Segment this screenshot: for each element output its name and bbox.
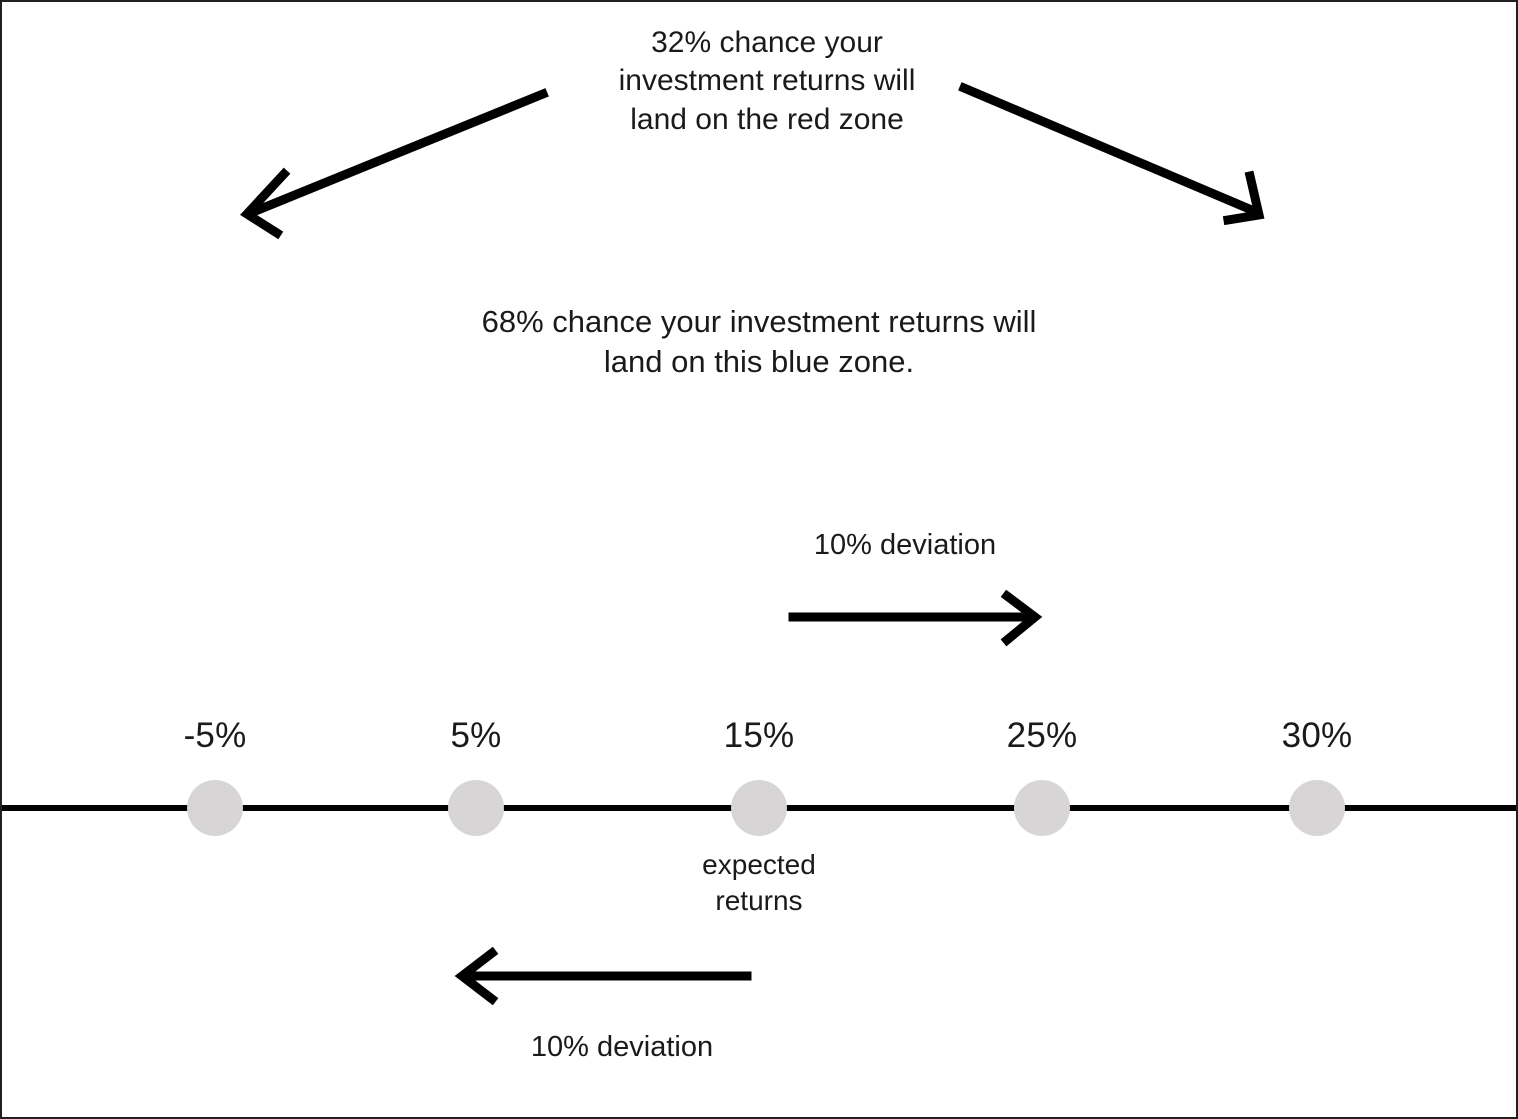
marker-label-5: 5% — [450, 716, 502, 755]
marker-label-30: 30% — [1281, 716, 1353, 755]
marker-label-minus5: -5% — [183, 716, 247, 755]
marker-dot-30[interactable] — [1289, 780, 1345, 836]
marker-dot-5[interactable] — [448, 780, 504, 836]
marker-label-25: 25% — [1006, 716, 1078, 755]
red-zone-callout-text: 32% chance your investment returns will … — [618, 26, 916, 136]
deviation-label-lower: 10% deviation — [530, 1031, 714, 1063]
marker-dot-15[interactable] — [731, 780, 787, 836]
expected-returns-label: expected returns — [702, 849, 816, 917]
marker-dot-25[interactable] — [1014, 780, 1070, 836]
deviation-label-upper: 10% deviation — [813, 529, 997, 561]
red-zone-left — [2, 172, 419, 1117]
marker-dot-minus5[interactable] — [187, 780, 243, 836]
blue-zone-callout-text: 68% chance your investment returns will … — [481, 304, 1037, 379]
red-zone-right — [1102, 172, 1516, 1117]
marker-label-15: 15% — [723, 716, 795, 755]
